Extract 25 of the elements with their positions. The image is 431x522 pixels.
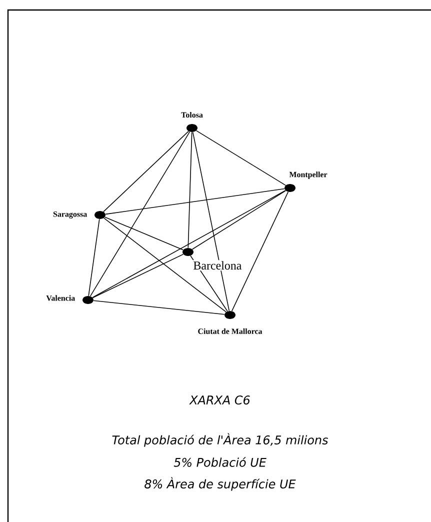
route-line <box>92 254 184 298</box>
route-line <box>231 192 289 312</box>
city-dot <box>182 248 194 256</box>
city-label: Barcelona <box>192 260 243 271</box>
route-line <box>88 218 100 296</box>
city-dot <box>224 311 236 319</box>
route-line <box>104 218 226 312</box>
route-line <box>93 300 225 315</box>
statistic-text: 5% Població UE <box>174 457 266 467</box>
route-line <box>192 132 230 312</box>
route-line <box>188 132 192 248</box>
city-dot <box>94 211 106 219</box>
route-line <box>92 190 286 298</box>
statistic-text: Total població de l'Àrea 16,5 milions <box>112 433 328 447</box>
city-dot <box>82 296 94 304</box>
city-dot <box>284 184 296 192</box>
route-line <box>196 130 286 186</box>
route-line <box>90 131 190 297</box>
route-line <box>105 188 285 215</box>
city-dot <box>186 124 198 132</box>
route-line <box>103 130 189 212</box>
caption: XARXA C6 <box>189 395 250 405</box>
statistic-text: 8% Àrea de superfície UE <box>144 477 296 491</box>
route-line <box>192 190 286 250</box>
route-line <box>104 216 184 250</box>
